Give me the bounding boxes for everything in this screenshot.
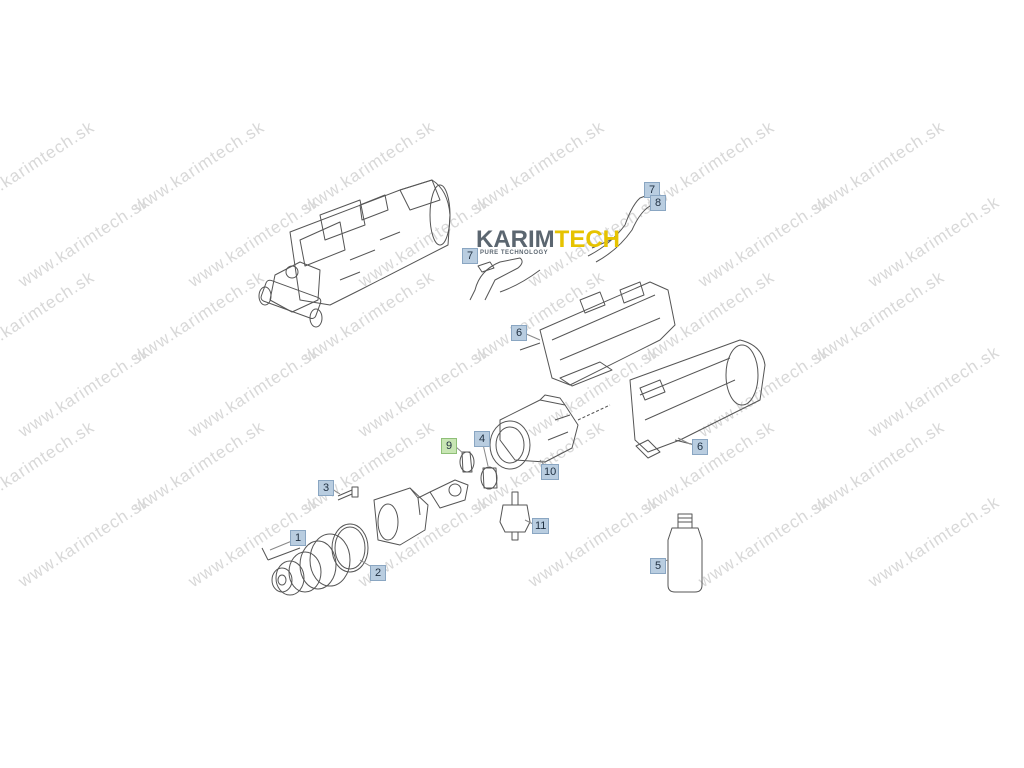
karimtech-logo: KARIMTECH PURE TECHNOLOGY: [476, 226, 620, 256]
gear-housing-drawing: [373, 487, 429, 546]
lower-housing-half-drawing: [629, 339, 766, 459]
callout-5[interactable]: 5: [650, 558, 666, 574]
callout-12[interactable]: 11: [532, 518, 550, 534]
callout-11[interactable]: 10: [541, 464, 560, 480]
upper-housing-half-drawing: [519, 281, 676, 387]
callout-4[interactable]: 4: [474, 431, 490, 447]
callout-6[interactable]: 6: [692, 439, 708, 455]
callout-3[interactable]: 3: [318, 480, 334, 496]
logo-wordmark: KARIMTECH: [476, 226, 620, 253]
screw-3-drawing: [337, 486, 359, 501]
callout-2[interactable]: 2: [370, 565, 386, 581]
assembled-unit-drawing: [258, 179, 451, 328]
shaft-drawing: [417, 479, 469, 509]
callout-10[interactable]: 9: [441, 438, 457, 454]
motor-11-drawing: [489, 394, 611, 470]
callout-8[interactable]: 7: [644, 182, 660, 198]
cable-7-drawing: [469, 257, 541, 301]
callout-1[interactable]: 1: [290, 530, 306, 546]
callout-9[interactable]: 8: [650, 195, 666, 211]
oil-bottle-5-drawing: [667, 513, 703, 593]
gear-stack-1-drawing: [261, 533, 351, 596]
logo-tagline: PURE TECHNOLOGY: [480, 250, 549, 256]
damper-12-drawing: [499, 491, 531, 541]
callout-7[interactable]: 7: [462, 248, 478, 264]
callout-6-upper[interactable]: 6: [511, 325, 527, 341]
seal-ring-2-drawing: [331, 523, 369, 573]
gear-parts-drawing: [459, 451, 498, 490]
cables-8-9-drawing: [587, 194, 659, 263]
